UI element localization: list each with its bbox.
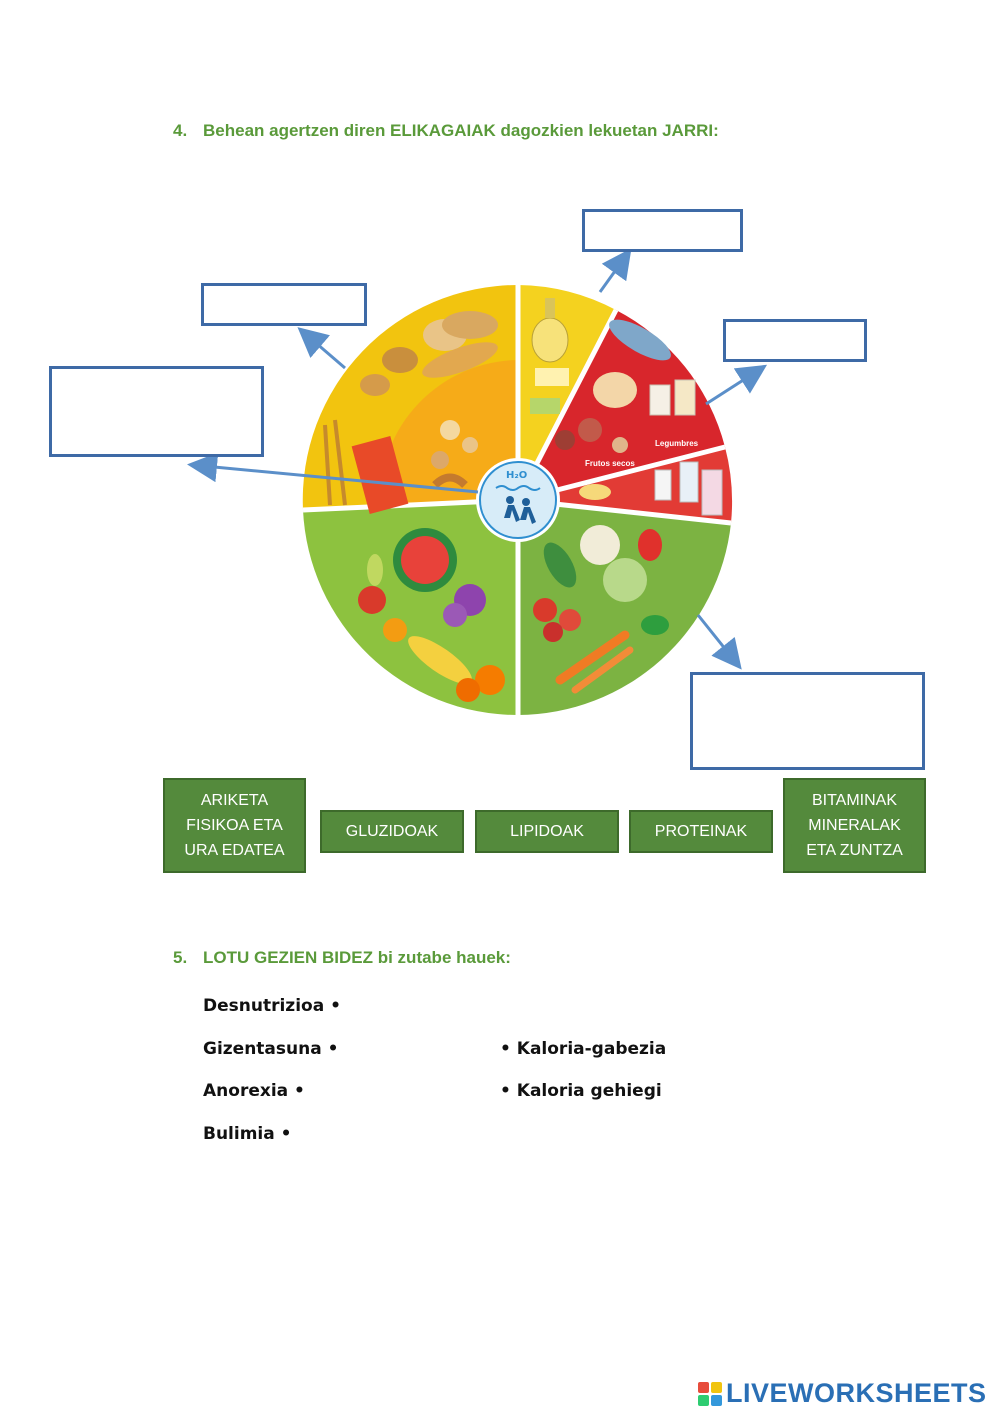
cereal-foods-illustration	[323, 311, 498, 514]
arrow-cereals	[297, 327, 346, 370]
answer-box-oils[interactable]	[582, 209, 743, 252]
liveworksheets-logo-icon	[698, 1381, 722, 1406]
arrow-center	[187, 452, 479, 494]
water-label: H₂O	[506, 470, 527, 481]
chip-label: GLUZIDOAK	[345, 823, 439, 840]
runners-icon	[504, 496, 536, 524]
chip-label: ARIKETA FISIKOA ETA URA EDATEA	[184, 792, 285, 859]
question-4-title: 4. Behean agertzen diren ELIKAGAIAK dagoz…	[173, 121, 719, 141]
chip-gluzidoak[interactable]: GLUZIDOAK	[320, 810, 464, 853]
answer-box-proteins[interactable]	[723, 319, 867, 362]
pointer-arrows	[187, 248, 768, 670]
chip-label: PROTEINAK	[654, 823, 748, 840]
chip-proteinak[interactable]: PROTEINAK	[629, 810, 773, 853]
vegetables-illustration	[533, 525, 669, 694]
plate-sector-fruits	[303, 500, 518, 716]
fruits-illustration	[358, 528, 505, 702]
plate-sector-vegetables	[518, 500, 731, 715]
food-plate-wheel: Legumbres Frutos secos	[302, 284, 733, 716]
dairy-illustration	[579, 461, 723, 516]
legumbres-label: Legumbres	[655, 439, 699, 448]
answer-box-vegetables[interactable]	[690, 672, 925, 770]
answer-box-center[interactable]	[49, 366, 264, 457]
match-left-item[interactable]: Bulimia •	[203, 1124, 292, 1144]
question-5-title: 5. LOTU GEZIEN BIDEZ bi zutabe hauek:	[173, 948, 511, 968]
question-5-text: LOTU GEZIEN BIDEZ bi zutabe hauek:	[203, 948, 511, 967]
chip-lipidoak[interactable]: LIPIDOAK	[475, 810, 619, 853]
protein-foods-illustration: Legumbres Frutos secos	[555, 319, 699, 468]
oils-illustration	[530, 298, 569, 414]
arrow-oils	[598, 248, 632, 293]
chip-label: BITAMINAK MINERALAK ETA ZUNTZA	[806, 792, 903, 859]
question-4-number: 4.	[173, 121, 188, 140]
food-plate-diagram: Legumbres Frutos secos	[187, 248, 768, 716]
arrow-proteins	[705, 364, 768, 406]
match-right-item[interactable]: • Kaloria-gabezia	[500, 1039, 667, 1059]
chip-label: LIPIDOAK	[510, 823, 584, 840]
match-left-item[interactable]: Gizentasuna •	[203, 1039, 339, 1059]
arrow-vegetables	[696, 614, 742, 670]
frutos-secos-label: Frutos secos	[585, 459, 635, 468]
chip-bitaminak[interactable]: BITAMINAK MINERALAK ETA ZUNTZA	[783, 778, 926, 873]
brand-name: LIVEWORKSHEETS	[726, 1378, 987, 1408]
match-left-item[interactable]: Desnutrizioa •	[203, 996, 341, 1016]
liveworksheets-logo: LIVEWORKSHEETS	[698, 1378, 987, 1409]
chip-ariketa-fisikoa[interactable]: ARIKETA FISIKOA ETA URA EDATEA	[163, 778, 306, 873]
question-4-text: Behean agertzen diren ELIKAGAIAK dagozki…	[203, 121, 719, 140]
answer-box-cereals[interactable]	[201, 283, 367, 326]
question-5-number: 5.	[173, 948, 188, 967]
match-left-item[interactable]: Anorexia •	[203, 1081, 305, 1101]
match-right-item[interactable]: • Kaloria gehiegi	[500, 1081, 662, 1101]
